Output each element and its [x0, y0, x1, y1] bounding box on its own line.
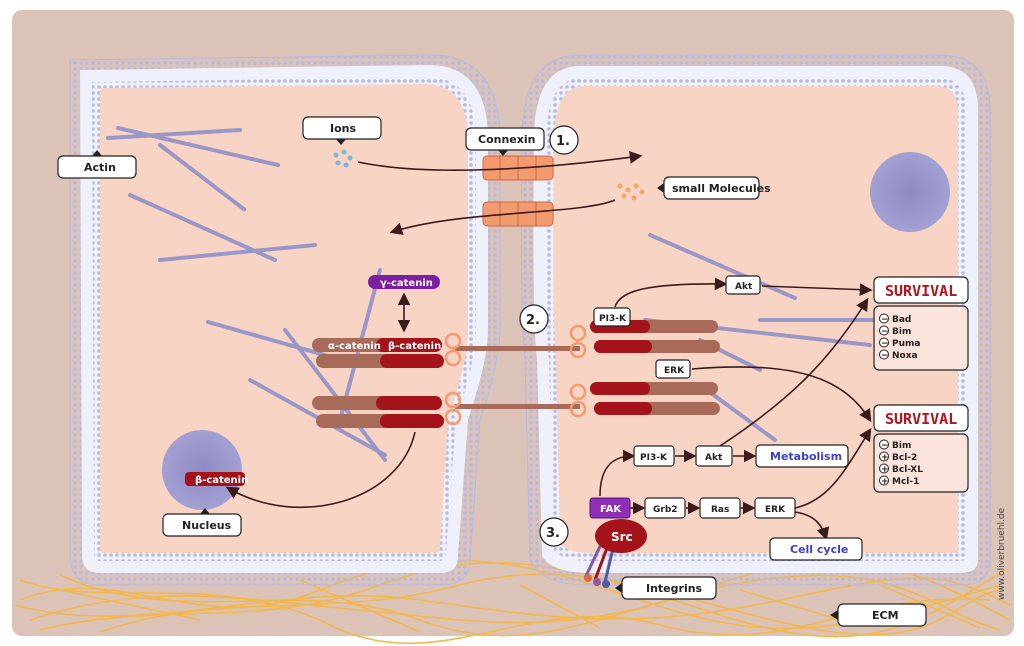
nucleus-callout: Nucleus — [162, 508, 242, 537]
akt-bottom-box: Akt — [695, 445, 733, 467]
integrins-callout: Integrins — [615, 576, 717, 600]
sign-icon — [879, 325, 889, 336]
small-molecules-callout: small Molecules — [657, 176, 771, 200]
survival-panel-1: SURVIVAL −Bad−Bim−Puma−Noxa — [873, 276, 969, 371]
ions-arrow — [357, 151, 643, 171]
erk-cellcycle-arrow — [794, 511, 830, 541]
akt-top-box: Akt — [725, 275, 761, 295]
svg-text:Akt: Akt — [705, 453, 723, 463]
sign-symbol: + — [881, 453, 889, 463]
pi3k-top-box: PI3-K — [593, 307, 631, 327]
sign-icon — [879, 463, 889, 474]
src-label: Src — [611, 530, 633, 544]
nucleus-arrow — [225, 431, 416, 509]
survival-item: Bad — [892, 315, 911, 325]
svg-text:1.: 1. — [556, 134, 570, 149]
actin-filaments — [106, 126, 880, 462]
alpha-catenin-label: α-catenin — [328, 341, 381, 352]
small-molecules-label: small Molecules — [672, 182, 771, 195]
nucleus-beta-catenin-label: β-catenin — [195, 475, 248, 486]
pi3k-akt-arrow — [614, 277, 728, 308]
connexin-callout: Connexin — [465, 127, 545, 156]
svg-text:Akt: Akt — [735, 282, 753, 292]
pi3k-bottom-box: PI3-K — [633, 445, 675, 467]
svg-text:Grb2: Grb2 — [653, 505, 678, 515]
molecules-arrow — [389, 199, 616, 235]
sign-symbol: − — [881, 351, 889, 361]
sign-icon — [879, 451, 889, 462]
ecm-callout: ECM — [830, 603, 927, 627]
ion-dots — [333, 149, 353, 168]
step-2: 2. — [519, 304, 549, 334]
connexin-label: Connexin — [478, 133, 535, 146]
ecm-label: ECM — [872, 609, 899, 622]
adherens-junction — [312, 320, 720, 428]
sign-symbol: − — [881, 315, 889, 325]
survival-item: Bcl-2 — [892, 453, 917, 463]
nucleus — [162, 430, 242, 510]
erk-survival-arrow-2 — [794, 427, 872, 509]
gamma-catenin-bar — [368, 275, 440, 289]
survival-item: Mcl-1 — [892, 477, 919, 487]
svg-text:ERK: ERK — [765, 505, 786, 515]
small-molecule-dots — [617, 183, 645, 201]
fak-label: FAK — [600, 504, 622, 515]
sign-symbol: − — [881, 327, 889, 337]
akt-survival-arrow — [761, 283, 873, 297]
actin-label: Actin — [84, 161, 116, 174]
survival-item: Puma — [892, 339, 920, 349]
akt-survival-arrow-2 — [719, 297, 869, 447]
organelle — [870, 152, 950, 232]
ions-label: Ions — [330, 122, 356, 135]
nucleus-label: Nucleus — [182, 519, 232, 532]
sign-icon — [879, 439, 889, 450]
survival-title-1: SURVIVAL — [885, 282, 957, 300]
cell-cycle-box: Cell cycle — [769, 537, 863, 561]
step-1: 1. — [549, 125, 579, 155]
svg-text:2.: 2. — [526, 313, 540, 328]
sign-symbol: + — [881, 465, 889, 475]
svg-text:Cell cycle: Cell cycle — [790, 543, 848, 556]
metabolism-box: Metabolism — [755, 444, 849, 468]
sign-symbol: − — [881, 441, 889, 451]
survival-item: Noxa — [892, 351, 918, 361]
svg-text:Ras: Ras — [711, 505, 729, 515]
fak-box — [589, 497, 631, 519]
sign-icon — [879, 475, 889, 486]
svg-text:Metabolism: Metabolism — [770, 450, 842, 463]
step-3: 3. — [539, 517, 569, 547]
ions-callout: Ions — [302, 116, 382, 145]
erk-bottom-box: ERK — [754, 497, 796, 519]
survival-item: Bim — [892, 441, 911, 451]
svg-text:PI3-K: PI3-K — [640, 453, 668, 463]
grb2-box: Grb2 — [644, 497, 686, 519]
svg-text:ERK: ERK — [664, 366, 685, 376]
sign-icon — [879, 349, 889, 360]
svg-text:3.: 3. — [546, 526, 560, 541]
sign-icon — [879, 337, 889, 348]
sign-symbol: − — [881, 339, 889, 349]
fak-pi3k-arrow — [599, 449, 636, 497]
beta-catenin-label: β-catenin — [388, 341, 441, 352]
survival-item: Bcl-XL — [892, 465, 923, 475]
survival-panel-2: SURVIVAL −Bim+Bcl-2+Bcl-XL+Mcl-1 — [873, 404, 969, 493]
nucleus-beta-catenin-bar — [185, 472, 245, 486]
src-blob — [595, 519, 647, 553]
actin-callout: Actin — [57, 150, 137, 179]
ras-box: Ras — [699, 497, 741, 519]
svg-text:PI3-K: PI3-K — [599, 314, 627, 324]
erk-survival-arrow — [691, 366, 872, 423]
survival-title-2: SURVIVAL — [885, 410, 957, 428]
survival-item: Bim — [892, 327, 911, 337]
erk-mid-box: ERK — [655, 359, 691, 379]
sign-symbol: + — [881, 477, 889, 487]
gamma-catenin-label: γ-catenin — [380, 278, 433, 289]
watermark: www.oliverbruehl.de — [997, 507, 1007, 600]
integrins-label: Integrins — [646, 582, 703, 595]
sign-icon — [879, 313, 889, 324]
